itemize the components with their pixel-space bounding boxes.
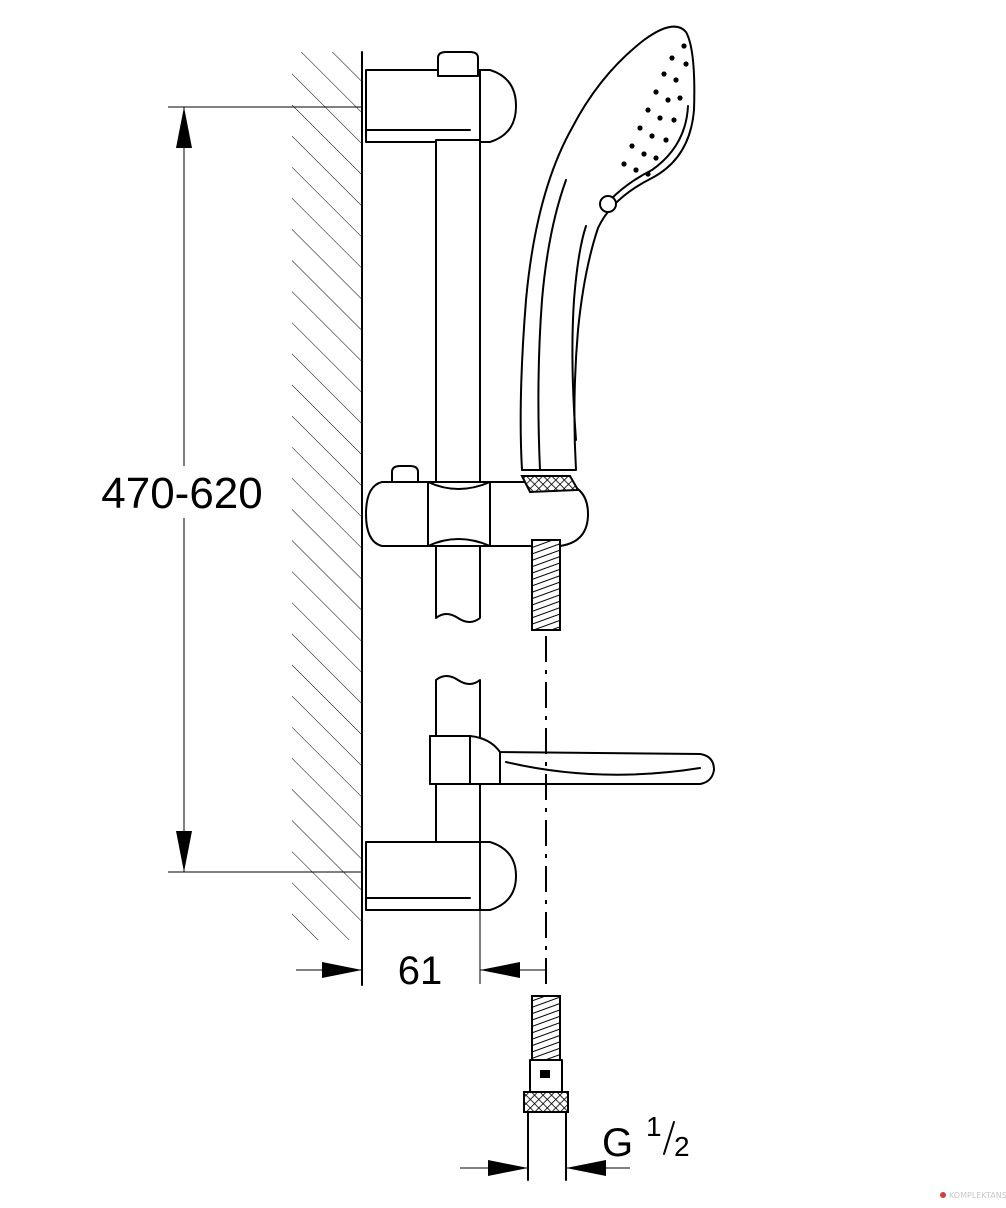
height-dimension: 470-620 [90,106,362,873]
thread-dimension: G 1 2 [460,1111,690,1176]
wall-offset-dimension: 61 [296,846,546,993]
height-range-label: 470-620 [101,469,262,518]
shower-hose-upper [531,539,561,631]
upper-wall-bracket [365,51,517,143]
thread-size-label: G [602,1121,633,1165]
wall-offset-label: 61 [398,949,443,993]
spray-nozzles [621,43,689,177]
lower-wall-bracket [365,841,517,911]
watermark: KOMPLEKTANS [940,1191,1006,1200]
thread-size-numerator: 1 [646,1111,662,1142]
wall-section [292,51,363,986]
soap-dish [429,735,715,785]
thread-size-denominator: 2 [674,1131,690,1162]
slide-rail-upper [435,139,481,623]
hose-connector [523,995,569,1181]
watermark-text: KOMPLEKTANS [949,1191,1006,1200]
hand-shower [519,25,696,471]
